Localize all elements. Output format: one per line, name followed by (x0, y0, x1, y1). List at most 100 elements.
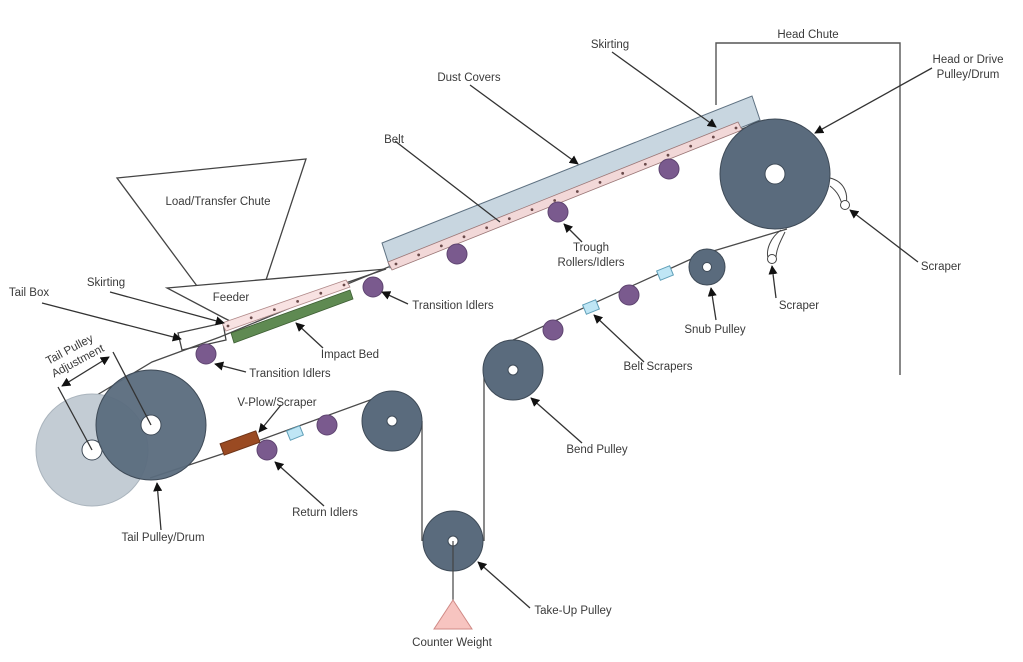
leader-take-up (477, 561, 531, 609)
skirting-bolt (711, 135, 715, 139)
skirting-bolt (689, 144, 693, 148)
return-idler (256, 439, 278, 461)
trough-idler (446, 243, 468, 265)
label-transition-left: Transition Idlers (249, 368, 331, 380)
return-pulley-hub (386, 415, 398, 427)
skirting-bolt (621, 171, 625, 175)
head-scraper-right-tip (840, 200, 850, 210)
leader-v-plow (258, 404, 282, 433)
label-tail-adjust: Tail Pulley Adjustment (44, 332, 107, 380)
return-idler (542, 319, 564, 341)
tail-box (177, 322, 227, 351)
skirting-bolt (598, 181, 602, 184)
trough-idler (547, 201, 569, 223)
belt-scraper (285, 425, 305, 441)
bend-pulley-hub (507, 364, 519, 376)
skirting-bolt (553, 199, 557, 202)
label-impact-bed: Impact Bed (321, 349, 379, 361)
transition-idler (195, 343, 217, 365)
return-idler (618, 284, 640, 306)
skirting-upper (387, 121, 743, 271)
skirting-bolt (249, 316, 253, 320)
label-load-chute: Load/Transfer Chute (165, 196, 270, 208)
label-head-chute: Head Chute (777, 29, 838, 41)
skirting-upper-bolts (394, 126, 738, 266)
impact-bed (230, 289, 354, 344)
leader-belt-scrapers (593, 314, 645, 363)
counter-weight (433, 599, 473, 630)
leader-transition-top (381, 291, 409, 305)
label-belt: Belt (384, 134, 405, 146)
label-skirting-top: Skirting (591, 39, 629, 51)
head-scraper-lower-tip (767, 254, 777, 264)
head-scraper-lower (767, 229, 786, 259)
label-head-pulley-2: Pulley/Drum (937, 69, 1000, 81)
skirting-lower (221, 279, 351, 332)
skirting-bolt (342, 283, 346, 287)
skirting-lower-bolts (226, 283, 346, 328)
skirting-bolt (296, 300, 299, 303)
skirting-bolt (394, 262, 398, 266)
label-scraper-lower: Scraper (779, 300, 819, 312)
belt-scraper (581, 299, 601, 315)
skirting-bolt (666, 153, 670, 157)
leader-impact-bed (295, 322, 324, 349)
label-feeder: Feeder (213, 292, 250, 304)
leader-skirting-left (109, 291, 225, 326)
skirting-bolt (485, 226, 489, 230)
belt-scraper (655, 265, 675, 281)
label-bend-pulley: Bend Pulley (566, 444, 628, 456)
label-take-up-pulley: Take-Up Pulley (534, 605, 612, 617)
snub-pulley-hub (702, 262, 712, 272)
head-chute (715, 42, 901, 375)
tail-adjust-extension-right (112, 351, 152, 426)
label-v-plow: V-Plow/Scraper (237, 397, 316, 409)
tail-adjust-dimension (61, 356, 110, 387)
leader-return-idlers (274, 461, 325, 507)
leader-tail-box (41, 302, 182, 342)
leader-scraper-right (849, 209, 919, 263)
label-trough-2: Rollers/Idlers (557, 257, 624, 269)
leader-belt (394, 140, 501, 223)
skirting-bolt (319, 291, 323, 295)
skirting-bolt (462, 235, 466, 239)
head-pulley-hub (764, 163, 786, 185)
return-idler (316, 414, 338, 436)
trough-idler (658, 158, 680, 180)
label-snub-pulley: Snub Pulley (684, 324, 746, 336)
label-transition-top: Transition Idlers (412, 300, 494, 312)
leader-trough (563, 223, 583, 243)
leader-bend-pulley (530, 397, 583, 444)
leader-head-pulley (814, 67, 933, 134)
skirting-bolt (734, 126, 738, 130)
label-return-idlers: Return Idlers (292, 507, 358, 519)
leader-dust-covers (469, 84, 579, 165)
leader-snub-pulley (707, 287, 717, 321)
load-transfer-chute (115, 158, 307, 287)
dust-cover (381, 95, 761, 269)
leader-skirting-top (611, 51, 717, 128)
label-belt-scrapers: Belt Scrapers (623, 361, 692, 373)
label-counter-weight: Counter Weight (412, 637, 492, 649)
label-dust-covers: Dust Covers (437, 72, 501, 84)
leader-tail-pulley (153, 482, 163, 531)
label-tail-pulley: Tail Pulley/Drum (121, 532, 204, 544)
skirting-bolt (530, 208, 534, 212)
transition-idler (362, 276, 384, 298)
skirting-bolt (226, 324, 230, 328)
label-tail-box: Tail Box (9, 287, 50, 299)
label-skirting-left: Skirting (87, 277, 125, 289)
skirting-bolt (417, 253, 421, 257)
skirting-bolt (273, 308, 276, 311)
skirting-bolt (507, 217, 511, 221)
leader-transition-left (214, 361, 247, 373)
label-head-pulley-1: Head or Drive (933, 54, 1004, 66)
tail-adjust-extension-left (57, 386, 93, 451)
v-plow-scraper (219, 430, 261, 456)
label-trough-1: Trough (573, 242, 609, 254)
leader-scraper-lower (768, 265, 778, 299)
skirting-bolt (643, 162, 647, 166)
skirting-bolt (439, 244, 443, 248)
skirting-bolt (575, 190, 579, 193)
